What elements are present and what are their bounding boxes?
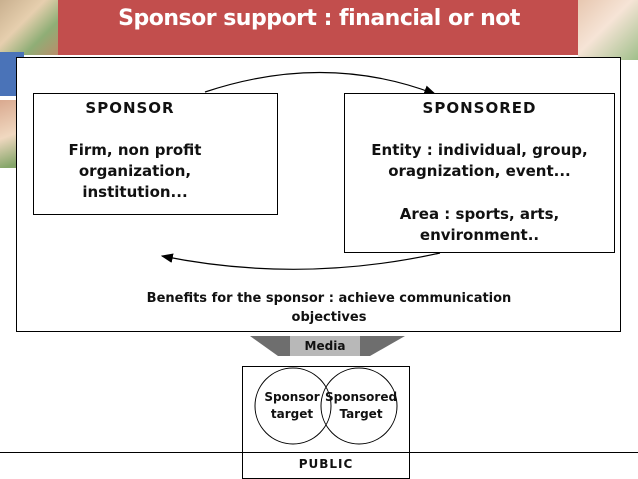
divider-line [0,452,638,453]
sponsor-description: Firm, non profit organization, instituti… [40,140,230,203]
child-photo-top-left [0,0,58,55]
arrow-sponsored-to-sponsor [160,252,441,270]
venn-circle-sponsored-target [320,367,398,445]
title-bar [0,0,638,55]
venn-sponsored-target-label: Sponsored Target [325,389,397,423]
sponsor-heading: SPONSOR [85,99,175,117]
benefits-line-1: Benefits for the sponsor : achieve commu… [146,291,512,306]
venn-right-line-2: Target [339,407,383,421]
sponsored-box [344,93,615,253]
sponsored-entity-line-2: oragnization, event... [388,162,571,180]
sponsored-area: Area : sports, arts, environment.. [344,204,615,246]
sponsored-area-line-2: environment.. [419,226,540,244]
arrow-sponsor-to-sponsored [204,71,437,95]
public-label: PUBLIC [298,457,354,471]
benefits-text: Benefits for the sponsor : achieve commu… [110,289,548,327]
sponsor-line-1: Firm, non profit [68,141,202,159]
sponsored-entity: Entity : individual, group, oragnization… [344,140,615,182]
benefits-line-2: objectives [291,310,367,325]
sponsor-line-2: organization, [78,162,192,180]
sponsored-area-line-1: Area : sports, arts, [399,205,560,223]
sponsored-entity-line-1: Entity : individual, group, [371,141,588,159]
sponsor-box [33,93,278,215]
venn-left-line-1: Sponsor [264,390,320,404]
venn-sponsor-target-label: Sponsor target [262,389,322,423]
venn-left-line-2: target [270,407,314,421]
slide-title: Sponsor support : financial or not [118,6,520,31]
sponsored-heading: SPONSORED [422,99,537,117]
sponsor-line-3: institution... [82,183,188,201]
venn-circle-sponsor-target [254,367,332,445]
media-label: Media [290,336,360,356]
child-photo-top-right [578,0,638,60]
venn-right-line-1: Sponsored [325,390,398,404]
